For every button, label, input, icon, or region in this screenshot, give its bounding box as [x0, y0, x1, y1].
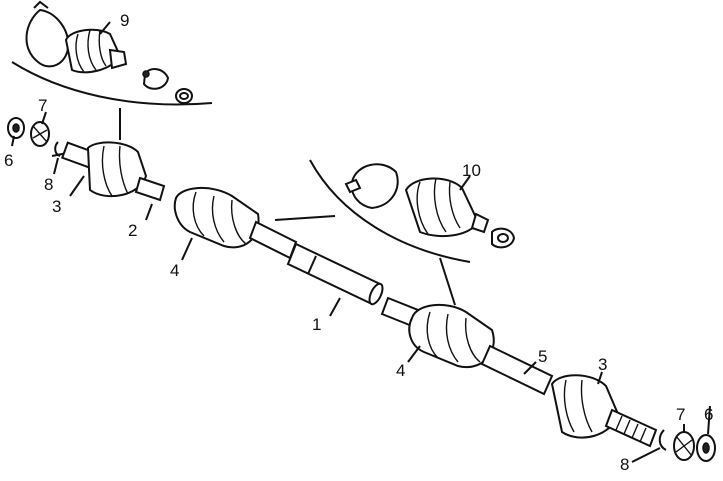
callout-3-right: 3	[598, 355, 607, 374]
callout-4-right: 4	[396, 361, 405, 380]
detail-frame-right	[274, 159, 471, 306]
detail-frame-left	[11, 61, 213, 140]
callout-9: 9	[120, 11, 129, 30]
left-hardware	[7, 117, 73, 157]
callout-7-left: 7	[38, 96, 47, 115]
callout-labels: 9 7 6 8 3 2 4 1 4 5 3 10 7 6 8	[4, 11, 713, 474]
callout-6-left: 6	[4, 151, 13, 170]
callout-10: 10	[462, 161, 481, 180]
callout-1: 1	[312, 315, 321, 334]
callout-4-left: 4	[170, 261, 179, 280]
right-inner-joint	[380, 296, 495, 369]
left-cv-joint	[61, 141, 166, 202]
right-cv-joint	[480, 344, 658, 448]
leader-lines	[11, 21, 711, 463]
left-inner-joint	[173, 186, 298, 260]
callout-8-right: 8	[620, 455, 629, 474]
callout-7-right: 7	[676, 405, 685, 424]
right-hardware	[658, 429, 716, 462]
center-shaft	[286, 242, 384, 306]
boot-kit-10	[344, 163, 516, 249]
callout-3-left: 3	[52, 197, 61, 216]
callout-2: 2	[128, 221, 137, 240]
callout-5: 5	[538, 347, 547, 366]
boot-kit-9	[25, 0, 193, 104]
callout-6-right: 6	[704, 405, 713, 424]
callout-8-left: 8	[44, 175, 53, 194]
